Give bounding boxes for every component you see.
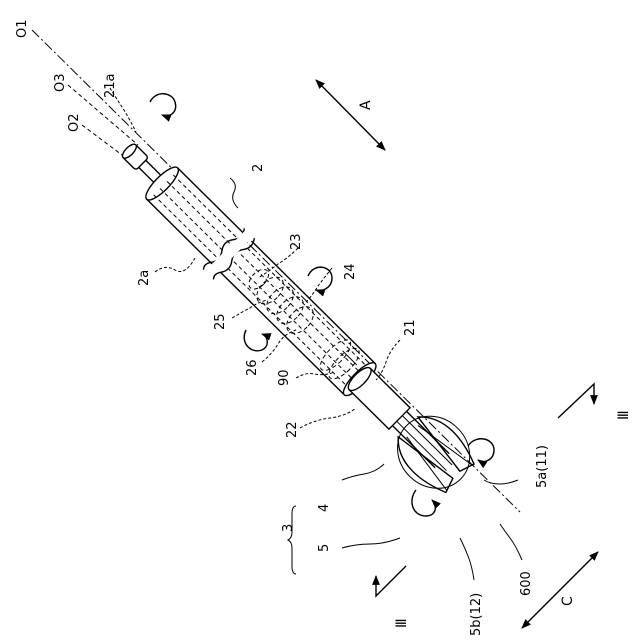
label-24: 24 (343, 263, 358, 280)
rotation-arrow-24 (308, 267, 332, 290)
section-marker-upper (558, 384, 594, 418)
label-22: 22 (285, 421, 300, 438)
label-23: 23 (289, 233, 304, 250)
label-21a: 21a (103, 73, 118, 98)
direction-arrows (316, 80, 598, 628)
rotation-arrows (150, 94, 494, 516)
leader-lines (110, 88, 522, 580)
direction-arrow-a (316, 80, 385, 150)
label-a: A (358, 100, 374, 110)
label-600: 600 (519, 571, 534, 596)
label-4: 4 (317, 504, 332, 512)
axis-lines (32, 30, 520, 512)
instrument (103, 124, 485, 503)
rotation-arrow-5b (412, 490, 435, 516)
label-26: 26 (245, 359, 260, 376)
label-c: C (560, 596, 576, 606)
distal-tube (339, 359, 464, 484)
label-section-lower: Ⅲ (394, 618, 410, 628)
label-section-upper: Ⅲ (616, 410, 632, 420)
labels: O1 O3 O2 21a 2 2a 23 24 25 26 90 21 22 5… (15, 19, 632, 636)
rotation-arrow-21a (150, 94, 176, 116)
axis-o1-line (32, 30, 520, 512)
label-5a: 5a(11) (535, 445, 550, 488)
label-o2: O2 (67, 113, 82, 132)
label-5: 5 (317, 544, 332, 552)
label-25: 25 (213, 313, 228, 330)
label-o3: O3 (53, 73, 68, 92)
label-5b: 5b(12) (469, 593, 484, 636)
label-2a: 2a (137, 270, 152, 286)
section-markers (376, 384, 594, 596)
label-o1: O1 (15, 19, 30, 38)
label-21: 21 (403, 319, 418, 336)
section-marker-lower (376, 566, 406, 596)
label-2: 2 (251, 164, 266, 172)
rotation-arrow-26 (244, 330, 267, 351)
label-3: 3 (281, 524, 296, 532)
label-90: 90 (277, 369, 292, 386)
axis-o2-line (82, 125, 122, 155)
